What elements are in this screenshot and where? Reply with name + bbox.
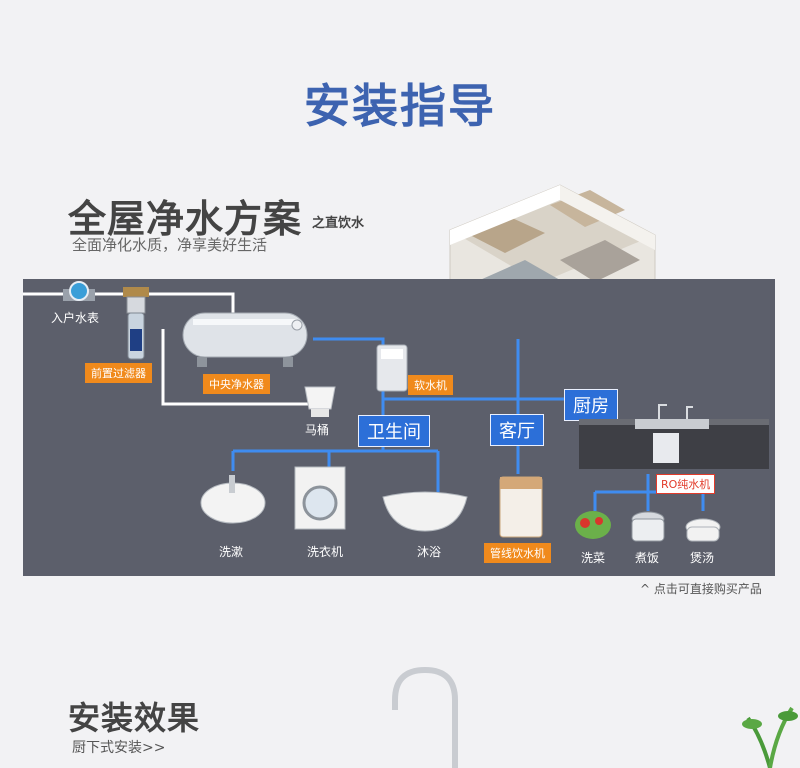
wash-basin-icon (200, 475, 266, 524)
dispenser-label[interactable]: 管线饮水机 (484, 543, 551, 563)
plant-image (742, 706, 798, 768)
softener-label[interactable]: 软水机 (408, 375, 453, 395)
washing-machine-icon (294, 466, 346, 530)
hero-subtitle: 全面净化水质，净享美好生活 (72, 236, 268, 254)
faucet-image (392, 666, 458, 768)
page-title: 安装指导 (304, 79, 496, 133)
wash-veg-label: 洗菜 (581, 551, 606, 565)
bath-label: 沐浴 (417, 545, 442, 559)
prefilter-label[interactable]: 前置过滤器 (85, 363, 152, 383)
installation-effect-subtitle[interactable]: 厨下式安装>> (72, 740, 166, 756)
rice-cooker-icon (631, 511, 665, 542)
ro-purifier-label[interactable]: RO纯水机 (656, 474, 716, 494)
soup-label: 煲汤 (690, 551, 715, 565)
prefilter-icon (123, 287, 149, 360)
meter-label: 入户水表 (51, 311, 100, 325)
softener-icon (376, 344, 408, 392)
living-room-label: 客厅 (490, 414, 544, 446)
kitchen-label: 厨房 (564, 389, 618, 421)
kitchen-counter-icon (579, 404, 769, 469)
bathroom-label: 卫生间 (358, 415, 430, 447)
water-system-diagram: 入户水表 前置过滤器 中央净水器 软水机 马桶 卫生间 客厅 厨房 R (23, 279, 775, 576)
wash-face-label: 洗漱 (219, 545, 244, 559)
central-purifier-icon (182, 312, 308, 367)
bathtub-icon (382, 491, 468, 532)
water-dispenser-icon (499, 476, 543, 538)
washer-label: 洗衣机 (307, 545, 344, 559)
hero-title-suffix: 之直饮水 (312, 216, 365, 231)
vegetable-basket-icon (575, 511, 611, 539)
toilet-label: 马桶 (305, 423, 330, 437)
central-purifier-label[interactable]: 中央净水器 (203, 374, 270, 394)
toilet-icon (304, 386, 336, 417)
cook-rice-label: 煮饭 (635, 551, 660, 565)
pipe-lines (23, 292, 705, 511)
purchase-note[interactable]: ^ 点击可直接购买产品 (640, 582, 762, 596)
hero-title: 全屋净水方案 (68, 197, 303, 241)
water-meter-icon (63, 281, 95, 301)
soup-pot-icon (685, 518, 721, 542)
installation-effect-title: 安装效果 (68, 699, 201, 737)
